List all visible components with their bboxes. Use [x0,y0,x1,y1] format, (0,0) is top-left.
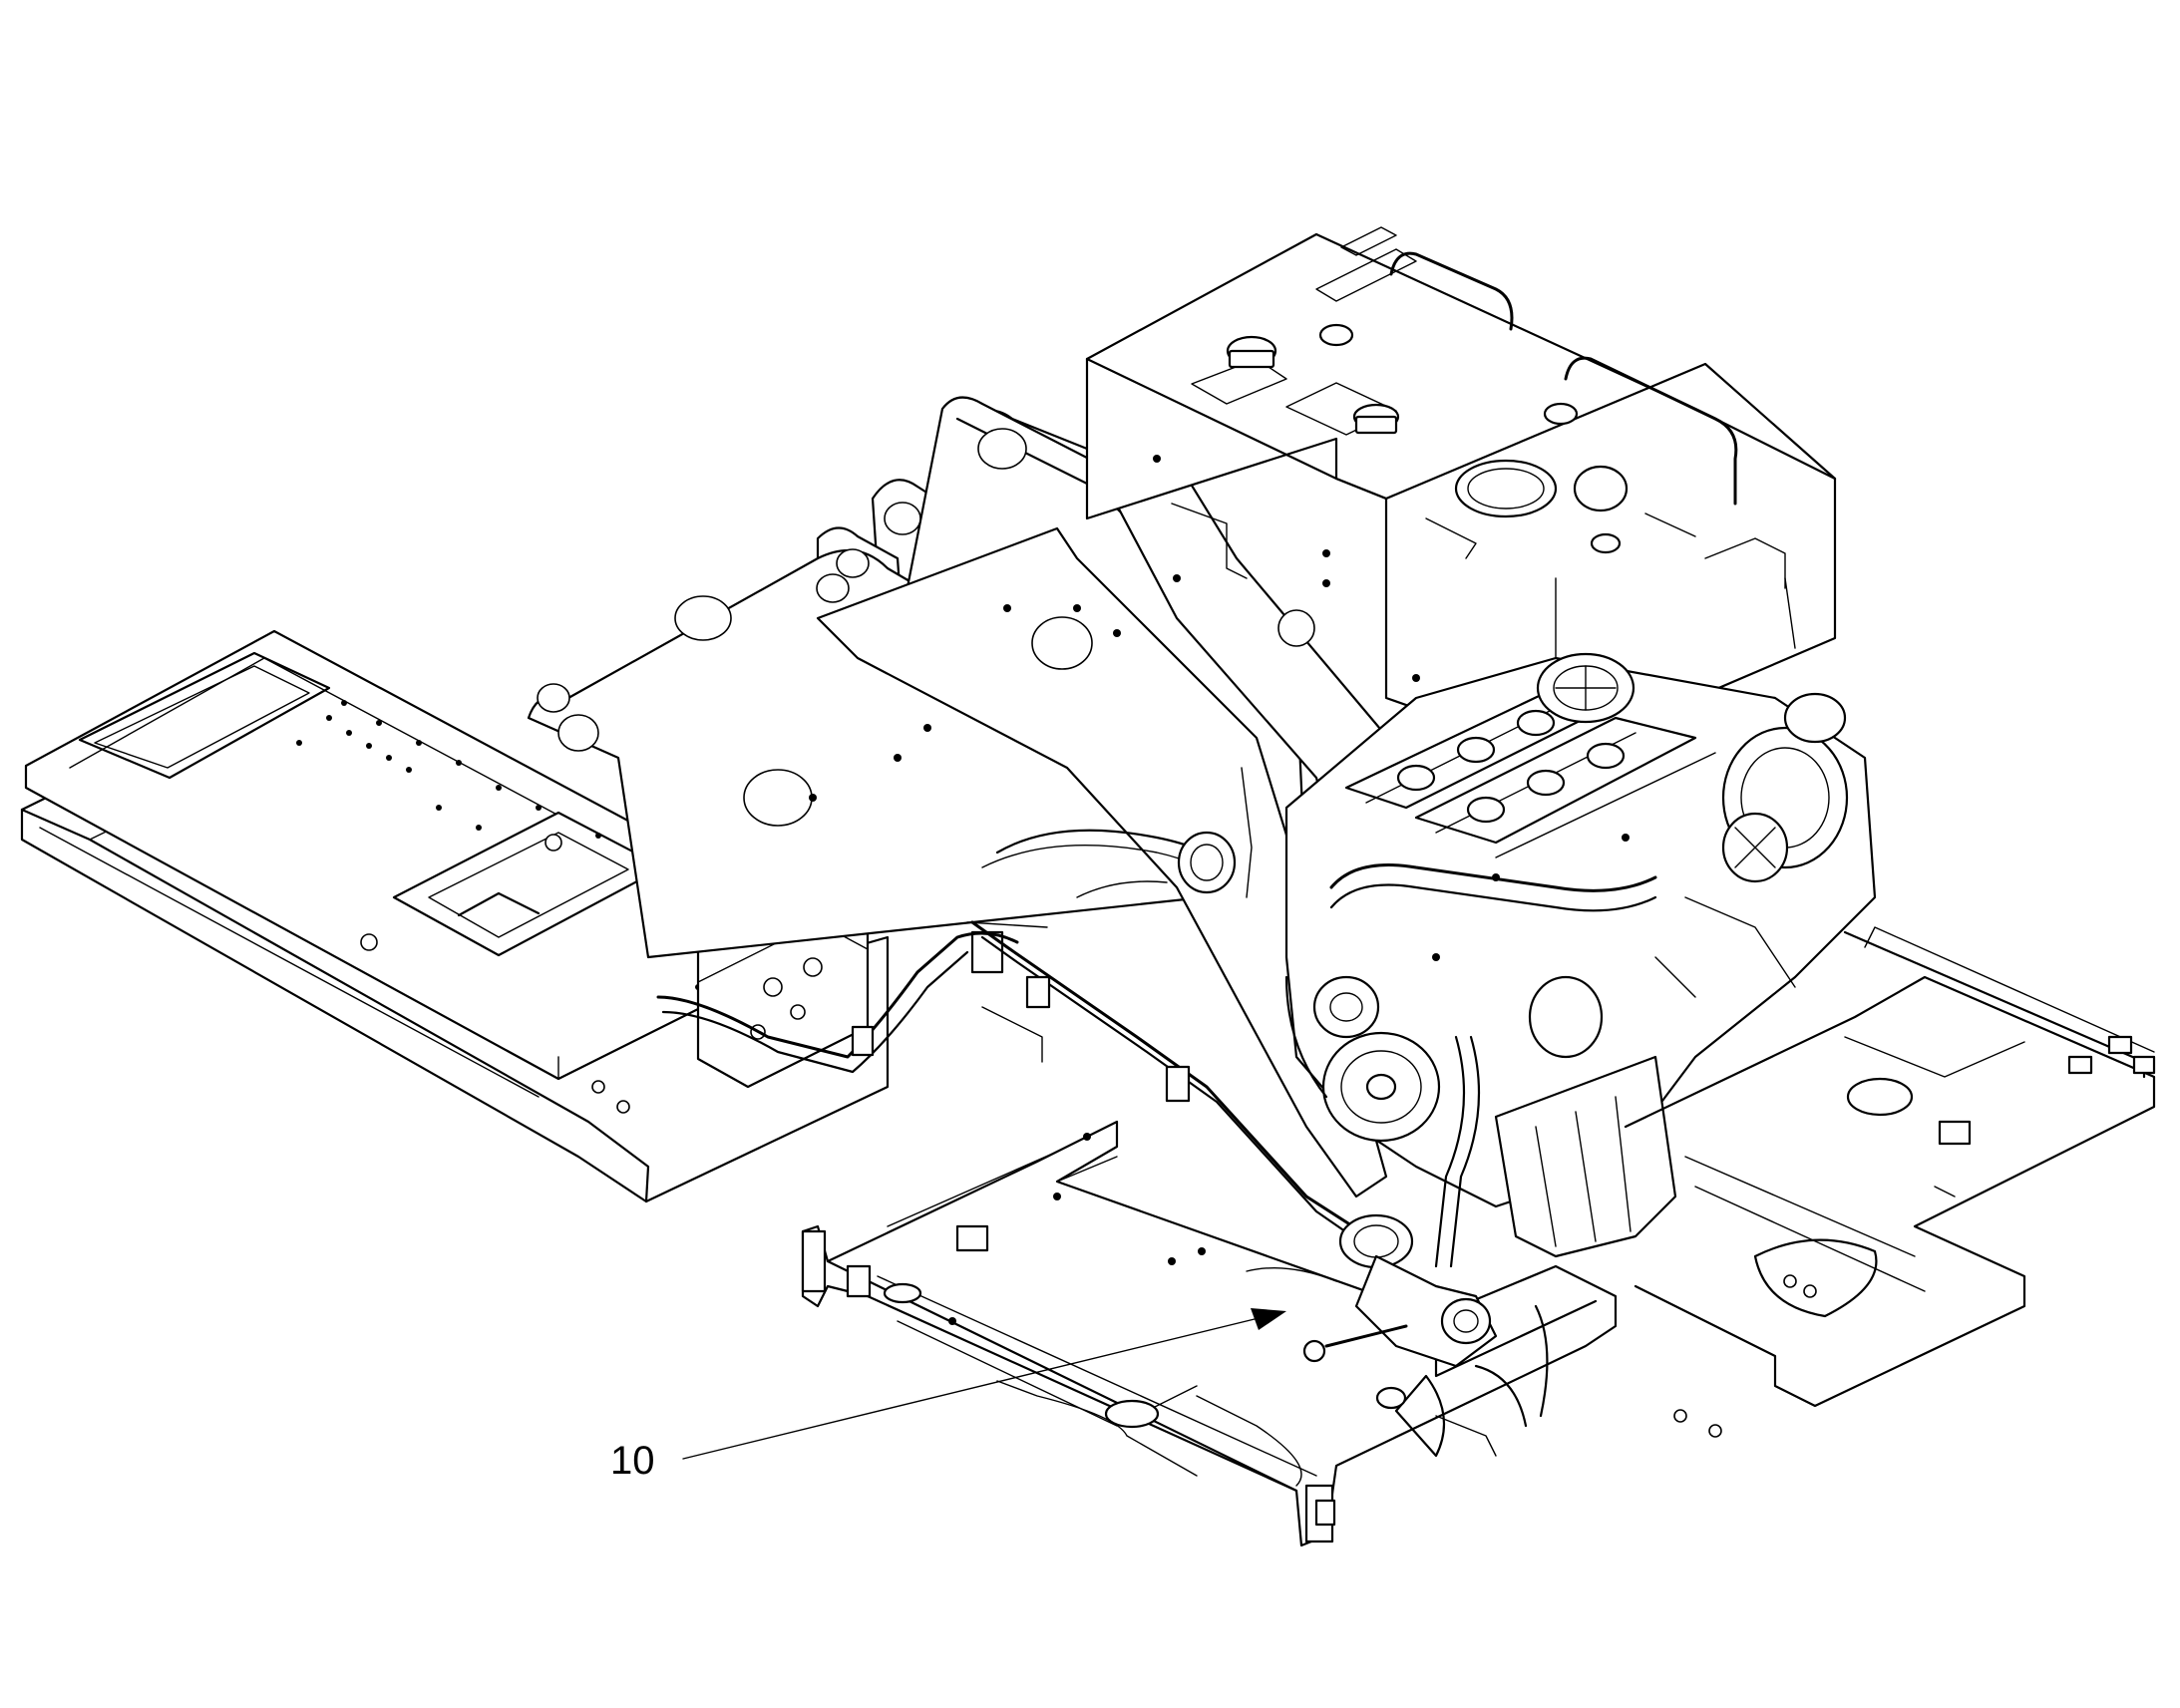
front-frame [801,1120,1618,1547]
boom-mount-chassis [527,396,1408,1198]
filler-caps [1226,323,1629,554]
hose-routing [656,767,1383,1258]
callout-10-label: 10 [610,1439,655,1483]
callout-10: 10 [610,1308,1286,1483]
injectors [1396,709,1626,824]
right-under-frame [1624,926,2156,1438]
callout-10-arrowhead [1251,1308,1286,1330]
hydraulic-tank [1085,226,1837,760]
pivot-holes [537,428,1093,827]
engine-block [1177,652,1877,1268]
callout-10-leader [682,1317,1260,1460]
coolant-pump-assembly [1246,1213,1549,1458]
